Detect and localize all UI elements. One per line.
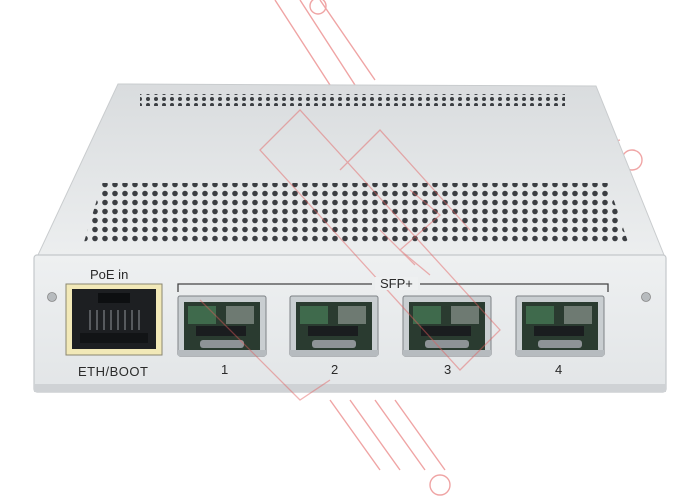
screw-hole-right	[641, 292, 651, 302]
vent-grid-top	[84, 183, 628, 242]
sfp-port-1-label: 1	[221, 362, 229, 377]
sfp-port-4-label: 4	[555, 362, 563, 377]
sfp-port-3	[402, 295, 492, 357]
sfp-port-2-label: 2	[331, 362, 339, 377]
poe-in-label: PoE in	[90, 267, 129, 282]
sfp-port-2	[289, 295, 379, 357]
sfp-port-3-label: 3	[444, 362, 452, 377]
screw-hole-left	[47, 292, 57, 302]
sfp-group-bracket	[177, 283, 609, 292]
watermark-overlay	[199, 109, 501, 401]
rj45-port	[65, 283, 163, 356]
sfp-group-label: SFP+	[375, 277, 418, 290]
eth-boot-label: ETH/BOOT	[78, 364, 149, 379]
sfp-port-4	[515, 295, 605, 357]
vent-strip-rear	[140, 94, 565, 106]
front-panel-bottom-edge	[34, 384, 666, 392]
sfp-port-1	[177, 295, 267, 357]
